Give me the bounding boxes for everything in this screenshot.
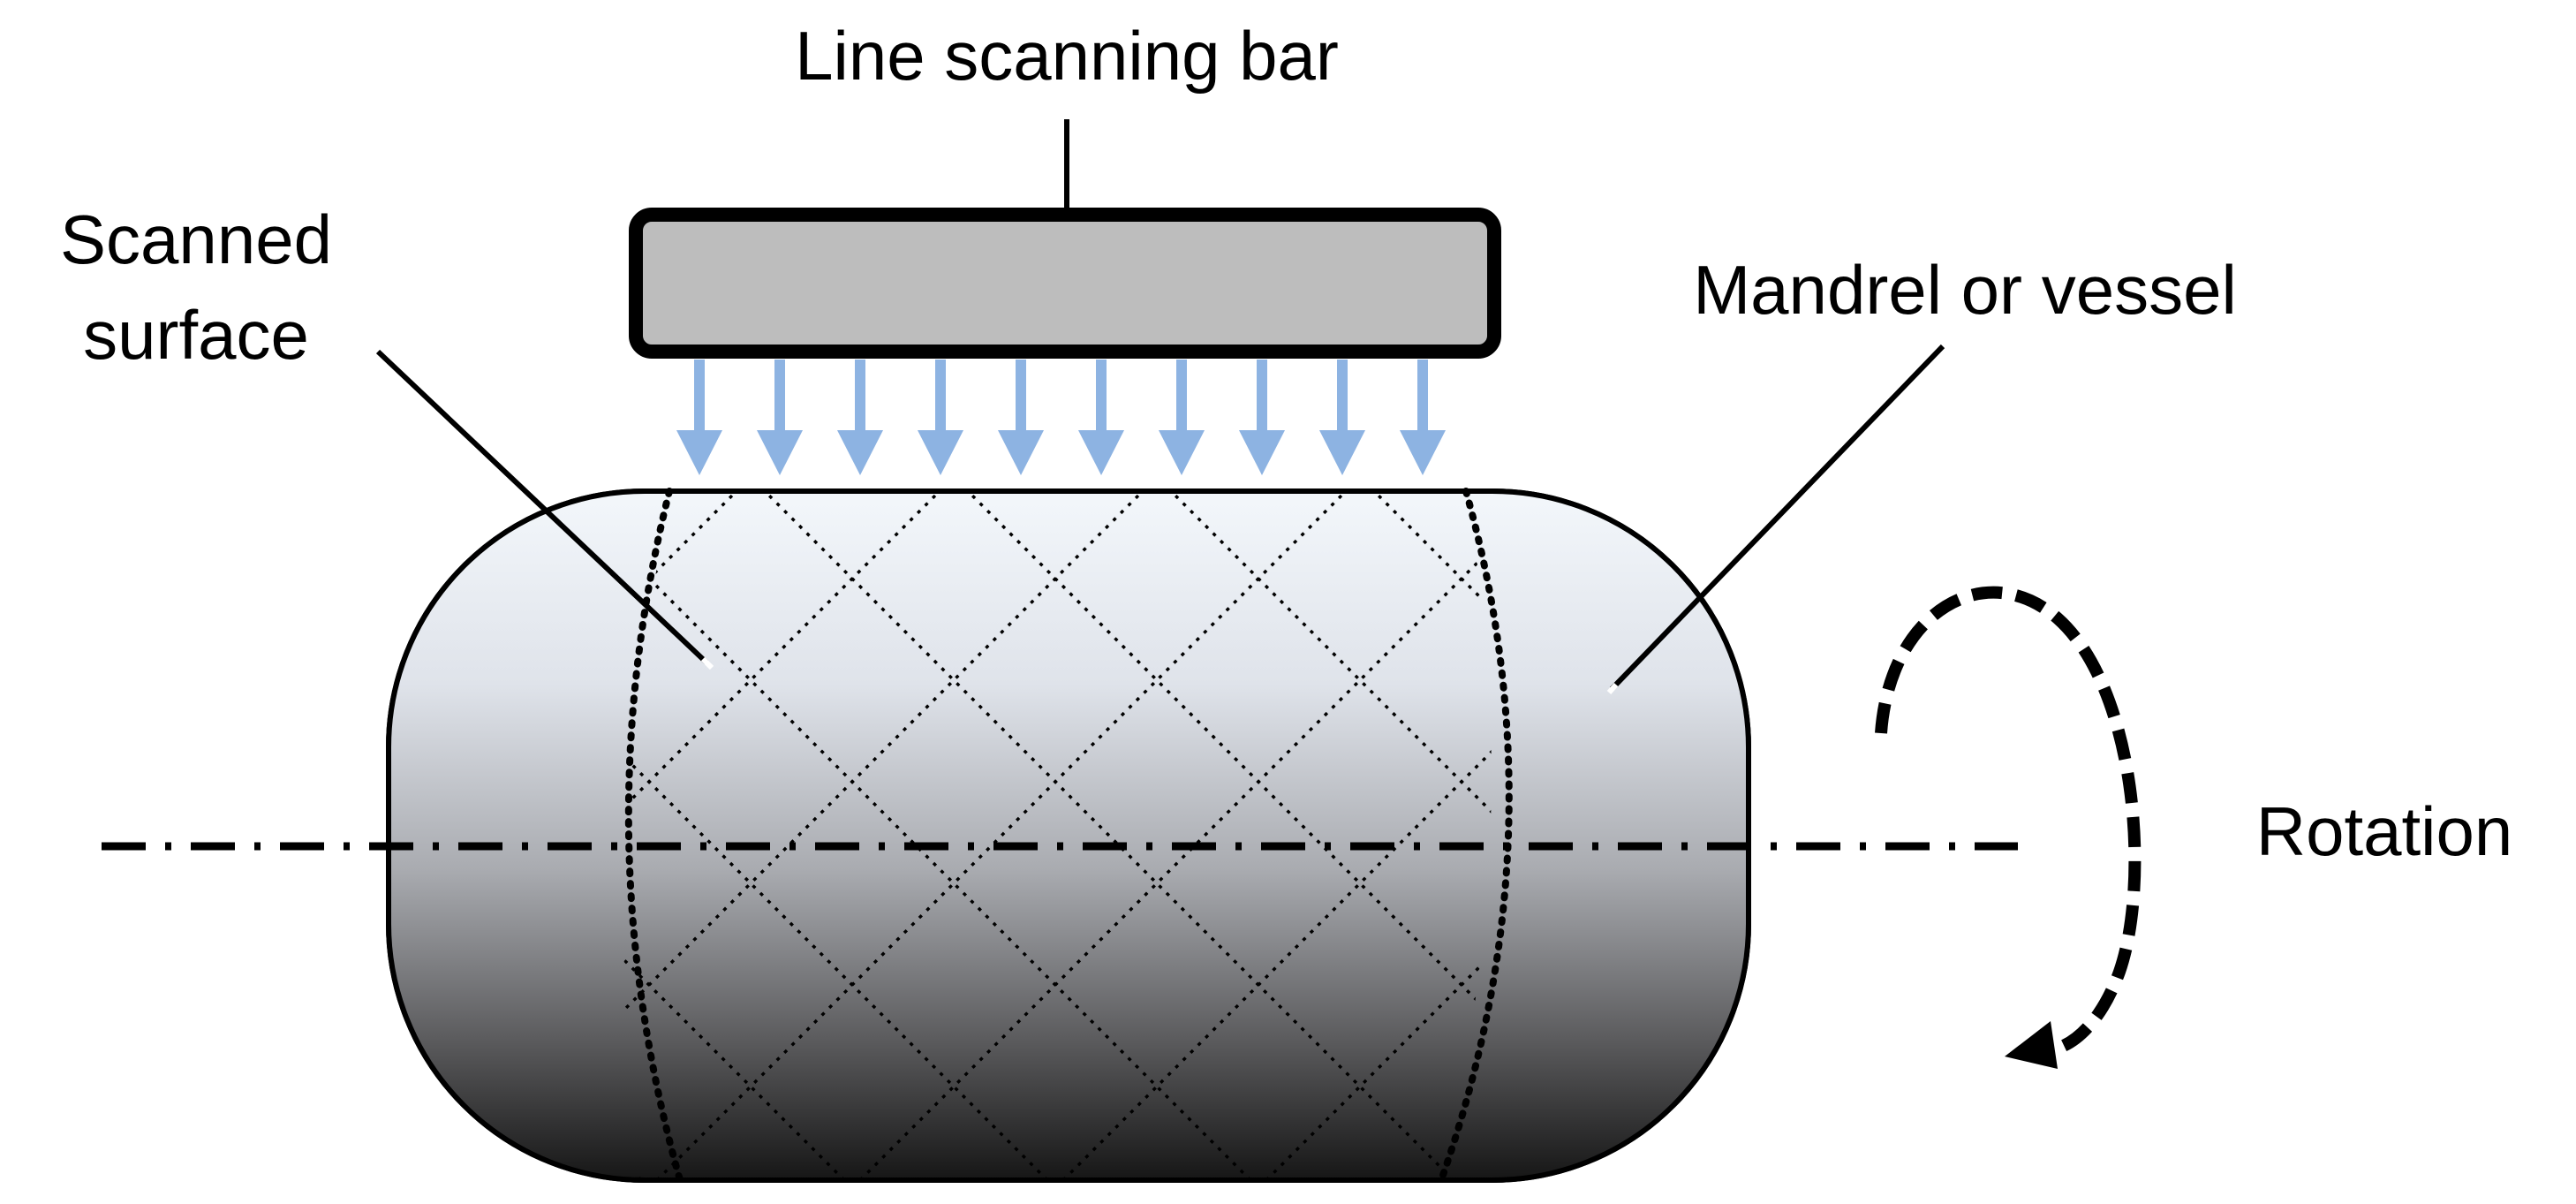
unscanned-left-cover bbox=[389, 491, 671, 1180]
beam-arrowhead-icon bbox=[1078, 430, 1124, 475]
beam-arrow-shaft bbox=[1417, 360, 1428, 430]
vessel-leader-tip bbox=[1606, 683, 1619, 694]
rotation-label: Rotation bbox=[2256, 792, 2513, 870]
beam-arrow-shaft bbox=[694, 360, 705, 430]
vessel-leader bbox=[1609, 344, 1945, 692]
rotation-arrow bbox=[1875, 586, 2142, 1056]
beam-arrow-shaft bbox=[1096, 360, 1107, 430]
vessel-label: Mandrel or vessel bbox=[1693, 251, 2237, 329]
beam-arrowhead-icon bbox=[1159, 430, 1205, 475]
bar-label: Line scanning bar bbox=[795, 17, 1339, 95]
beam-arrow-shaft bbox=[855, 360, 865, 430]
scanned-surface-leader-tip bbox=[700, 656, 714, 670]
line-scanning-bar bbox=[629, 208, 1501, 359]
beam-arrowhead-icon bbox=[998, 430, 1044, 475]
beam-arrowhead-icon bbox=[676, 430, 722, 475]
beam-arrowhead-icon bbox=[757, 430, 803, 475]
beam-arrow-shaft bbox=[935, 360, 946, 430]
beam-arrowhead-icon bbox=[1319, 430, 1365, 475]
scanned-boundary-right bbox=[1438, 488, 1513, 1184]
beam-arrow-shaft bbox=[1016, 360, 1026, 430]
scanned-surface-label-line2: surface bbox=[83, 296, 309, 374]
beam-arrowhead-icon bbox=[837, 430, 883, 475]
rotation-arrowhead-icon bbox=[2005, 1021, 2058, 1069]
beam-arrowhead-icon bbox=[918, 430, 963, 475]
beam-arrow-shaft bbox=[1337, 360, 1348, 430]
beam-arrow-shaft bbox=[1257, 360, 1267, 430]
scan-beam-arrows bbox=[676, 360, 1446, 475]
scanned-surface-label-line1: Scanned bbox=[60, 201, 332, 278]
vessel-outline bbox=[386, 488, 1751, 1183]
beam-arrowhead-icon bbox=[1239, 430, 1285, 475]
unscanned-right-cover bbox=[1439, 491, 1749, 1180]
beam-arrowhead-icon bbox=[1400, 430, 1446, 475]
scanned-boundary-left bbox=[624, 488, 684, 1184]
beam-arrow-shaft bbox=[1176, 360, 1187, 430]
scanned-surface-leader bbox=[375, 349, 709, 665]
beam-arrow-shaft bbox=[774, 360, 785, 430]
